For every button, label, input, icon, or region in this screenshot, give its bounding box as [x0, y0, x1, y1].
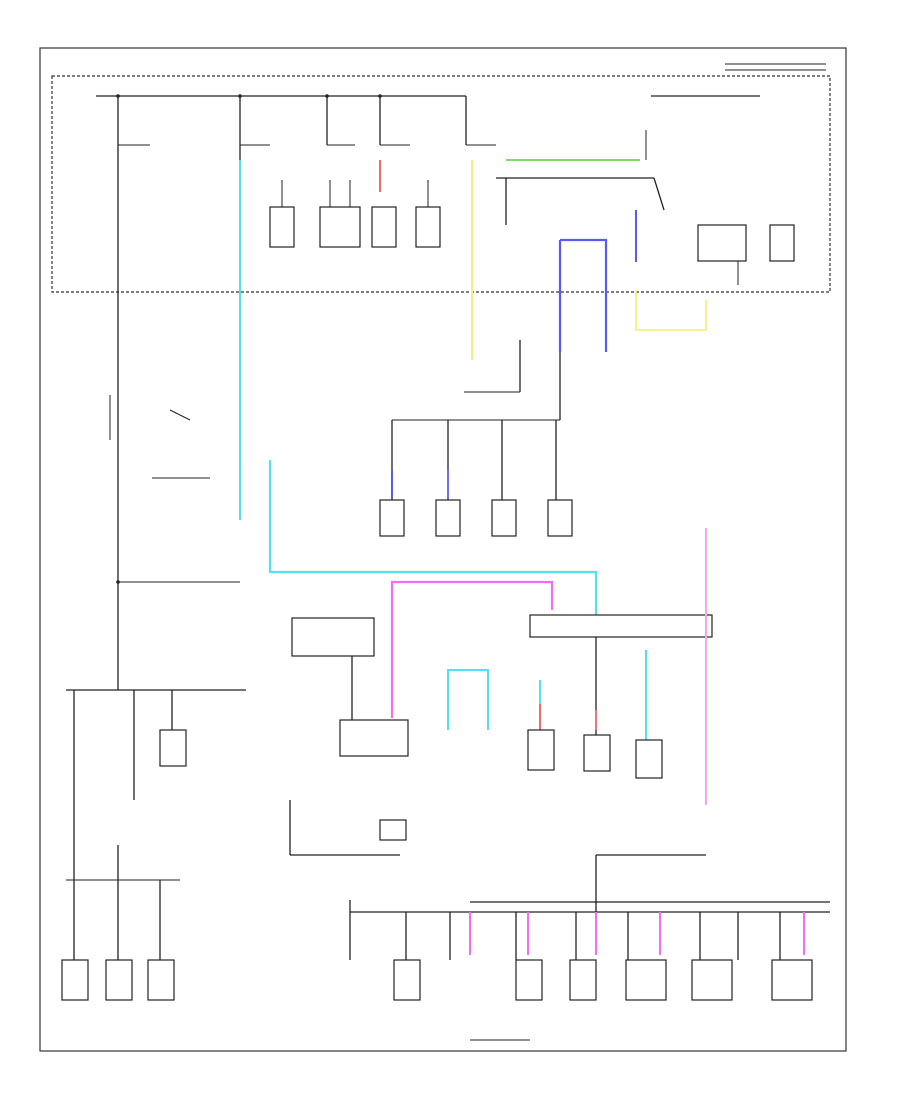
- mid-relay-row: [379, 420, 573, 537]
- right-module: [447, 528, 713, 805]
- title-block: [725, 63, 826, 71]
- lower-left-loads: [61, 690, 187, 1001]
- bottom-bus: [289, 800, 830, 1001]
- left-branch: [66, 395, 246, 691]
- center-module: [291, 580, 554, 757]
- fuse-box-relays: [269, 180, 795, 285]
- fuse-box-outline: [51, 75, 831, 293]
- colored-wires-top: [379, 159, 707, 360]
- cyan-wire-bus: [268, 460, 598, 615]
- ignition-switch-wiring: [392, 130, 665, 421]
- top-power-bus: [96, 94, 760, 98]
- diagram-frame: [39, 47, 847, 1052]
